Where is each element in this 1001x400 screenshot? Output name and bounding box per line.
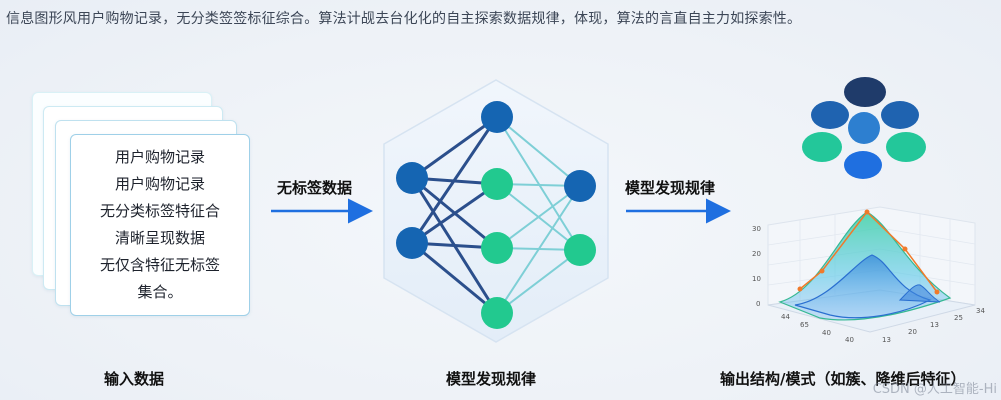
plot-surface-peak-small xyxy=(898,284,941,303)
z-tick-3: 10 xyxy=(752,275,761,283)
node-output-2 xyxy=(564,234,596,266)
x-tick-1: 44 xyxy=(781,313,790,321)
doc-line-2: 用户购物记录 xyxy=(114,175,205,193)
arrow-2-label: 模型发现规律 xyxy=(625,179,715,197)
watermark-text: CSDN @人工智能-Hi xyxy=(872,382,997,397)
cluster-blob-top xyxy=(844,77,886,107)
node-input-1 xyxy=(396,162,428,194)
plot-orange-point-5 xyxy=(934,289,940,295)
node-hidden-3 xyxy=(481,232,513,264)
y-tick-1: 13 xyxy=(882,336,891,344)
z-tick-1: 30 xyxy=(752,225,761,233)
plot-orange-point-3 xyxy=(864,209,870,215)
doc-line-5: 无仅含特征无标签 xyxy=(99,256,220,274)
y-tick-3: 13 xyxy=(930,321,939,329)
caption-output: 输出结构/模式（如簇、降维后特征） xyxy=(720,370,966,388)
cluster-blob-left xyxy=(811,101,849,129)
plot-surface-secondary xyxy=(794,254,932,319)
plot-orange-point-1 xyxy=(797,286,803,292)
y-tick-4: 25 xyxy=(954,314,963,322)
node-hidden-1 xyxy=(481,101,513,133)
x-tick-3: 40 xyxy=(822,329,831,337)
arrow-1-label: 无标签数据 xyxy=(276,179,352,197)
y-tick-5: 34 xyxy=(976,307,985,315)
node-output-1 xyxy=(564,170,596,202)
node-hidden-4 xyxy=(481,297,513,329)
caption-model: 模型发现规律 xyxy=(446,370,537,388)
x-tick-4: 40 xyxy=(845,336,854,344)
doc-line-6: 集合。 xyxy=(137,283,183,301)
doc-front-card: 用户购物记录 用户购物记录 无分类标签特征合 清晰呈现数据 无仅含特征无标签 集… xyxy=(70,134,250,316)
plot-3d: 30 20 10 0 44 65 40 40 13 20 13 25 34 xyxy=(752,206,985,344)
x-tick-2: 65 xyxy=(800,321,809,329)
doc-line-3: 无分类标签特征合 xyxy=(99,202,220,220)
plot-orange-point-2 xyxy=(819,268,825,274)
cluster-blob-lower-left xyxy=(802,132,842,162)
node-input-2 xyxy=(396,227,428,259)
doc-line-4: 清晰呈现数据 xyxy=(114,229,205,247)
caption-input: 输入数据 xyxy=(104,370,165,388)
y-tick-2: 20 xyxy=(908,328,917,336)
cluster-blob-center xyxy=(848,112,880,144)
node-hidden-2 xyxy=(481,168,513,200)
header-description: 信息图形风用户购物记录，无分类签签标征综合。算法计觇去台化化的自主探索数据规律，… xyxy=(6,11,802,27)
plot-orange-point-4 xyxy=(902,246,908,252)
z-tick-2: 20 xyxy=(752,250,761,258)
doc-line-1: 用户购物记录 xyxy=(114,148,205,166)
cluster-blob-right xyxy=(881,101,919,129)
model-hexagon xyxy=(383,79,609,343)
cluster-blob-lower-right xyxy=(886,132,926,162)
z-tick-4: 0 xyxy=(756,300,760,308)
cluster-blob-bottom xyxy=(844,151,882,179)
cluster-icon xyxy=(802,77,926,179)
